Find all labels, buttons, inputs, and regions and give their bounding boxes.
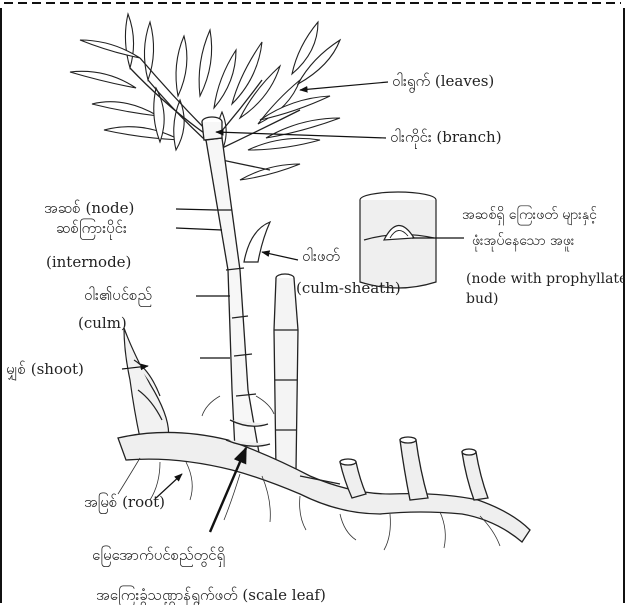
- label-prophyllate-my2: ဖုံးအုပ်နေသော အဖူး: [472, 232, 574, 251]
- label-internode-en: (internode): [46, 253, 131, 272]
- label-underground-culm: မြေအောက်ပင်စည်တွင်ရှိ: [92, 546, 225, 565]
- leaves-drawing: [70, 14, 340, 180]
- label-leaves: ဝါးရွက် (leaves): [392, 72, 494, 91]
- label-shoot: မျှစ် (shoot): [6, 360, 84, 379]
- label-scale-leaf: အကြေးခွံသဏ္ဌာန်ရွက်ဖတ် (scale leaf): [96, 586, 326, 605]
- label-branch: ဝါးကိုင်း (branch): [390, 128, 502, 147]
- inset-node-drawing: [360, 192, 436, 288]
- label-prophyllate-en1: (node with prophyllate: [466, 270, 625, 289]
- label-prophyllate-my1: အဆစ်ရှိ ကြေးဖတ် များနှင့်: [462, 206, 597, 225]
- shoot-drawing: [124, 328, 169, 440]
- rhizome-drawing: [118, 420, 530, 542]
- second-culm: [274, 274, 298, 470]
- roots-drawing: [118, 396, 500, 550]
- label-root: အမြစ် (root): [84, 493, 165, 512]
- label-prophyllate-en2: bud): [466, 290, 498, 309]
- label-internode-my: ဆစ်ကြားပိုင်း: [56, 219, 127, 238]
- label-culm-en: (culm): [78, 314, 127, 333]
- label-culm-my: ဝါး၏ပင်စည်: [84, 286, 152, 305]
- culm-sheath-drawing: [244, 222, 270, 262]
- main-culm: [202, 117, 262, 470]
- label-culm-sheath-en: (culm-sheath): [296, 279, 401, 298]
- label-culm-sheath-my: ဝါးဖတ်: [302, 247, 340, 266]
- label-node: အဆစ် (node): [44, 199, 134, 218]
